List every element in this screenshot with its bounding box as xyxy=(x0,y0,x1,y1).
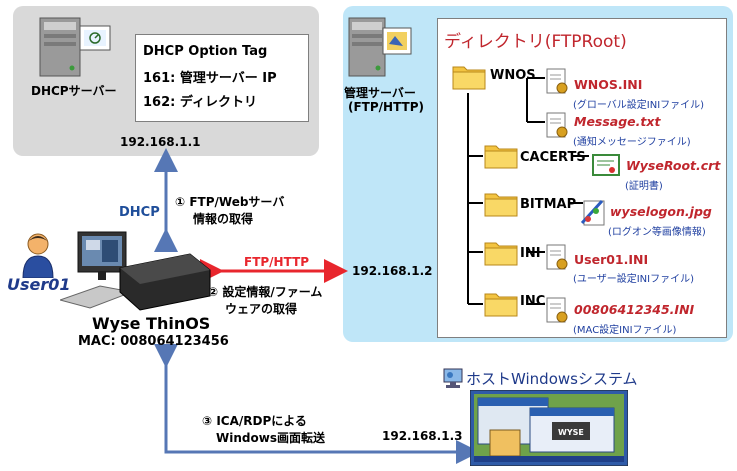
user-icon xyxy=(22,233,54,278)
mac-label: MAC: 008064123456 xyxy=(78,334,229,349)
dhcp-arrow-label: DHCP xyxy=(119,205,160,220)
file-mac-ini: 00806412345.INI xyxy=(574,302,695,317)
folder-icon xyxy=(484,242,518,266)
folder-icon xyxy=(484,145,518,169)
device-label: Wyse ThinOS xyxy=(92,314,211,333)
file-message-txt: Message.txt xyxy=(574,114,661,129)
folder-wnos: WNOS xyxy=(490,68,536,83)
monitor-icon: WYSE xyxy=(470,390,628,466)
certificate-icon xyxy=(592,154,620,176)
step3-line1: ③ ICA/RDPによる xyxy=(202,414,307,428)
mgmt-label-1: 管理サーバー xyxy=(344,86,416,100)
dhcp-option-tag-box xyxy=(135,34,309,122)
user-label: User01 xyxy=(7,275,71,294)
thin-client-icon xyxy=(60,231,211,311)
host-ip: 192.168.1.3 xyxy=(382,429,463,443)
host-label: ホストWindowsシステム xyxy=(466,370,638,388)
folder-icon xyxy=(484,193,518,217)
file-ini-icon xyxy=(546,112,568,138)
tag-162: 162: ディレクトリ xyxy=(143,95,257,110)
file-wyseroot-crt-desc: (証明書) xyxy=(625,181,663,192)
image-file-icon xyxy=(580,199,605,226)
folder-icon xyxy=(484,293,518,317)
file-mac-ini-desc: (MAC設定INIファイル) xyxy=(573,325,677,336)
file-wyselogon-jpg-desc: (ログオン等画像情報) xyxy=(608,227,706,238)
file-wyseroot-crt: WyseRoot.crt xyxy=(626,158,721,173)
tag-161: 161: 管理サーバー IP xyxy=(143,71,277,86)
dir-title: ディレクトリ(FTPRoot) xyxy=(444,32,627,52)
folder-cacerts: CACERTS xyxy=(520,150,586,165)
file-wyselogon-jpg: wyselogon.jpg xyxy=(610,204,712,219)
svg-text:WYSE: WYSE xyxy=(558,428,584,437)
file-message-txt-desc: (通知メッセージファイル) xyxy=(573,137,691,148)
folder-ini: INI xyxy=(520,246,541,261)
step3-line2: Windows画面転送 xyxy=(216,431,325,445)
directory-tree-lines xyxy=(467,77,589,305)
file-wnos-ini-desc: (グローバル設定INIファイル) xyxy=(573,100,705,111)
mgmt-ip: 192.168.1.2 xyxy=(352,264,433,278)
server-icon xyxy=(39,17,111,77)
windows-host-icon xyxy=(443,368,463,388)
folder-inc: INC xyxy=(520,294,546,309)
folder-icon xyxy=(452,66,486,90)
folder-bitmap: BITMAP xyxy=(520,197,577,212)
server-icon xyxy=(348,17,412,77)
ftp-http-label: FTP/HTTP xyxy=(244,255,310,269)
file-user01-ini-desc: (ユーザー設定INIファイル) xyxy=(573,274,694,285)
step2-line2: ウェアの取得 xyxy=(225,302,298,316)
host-arrow xyxy=(154,344,480,464)
file-user01-ini: User01.INI xyxy=(574,252,649,267)
dhcp-ip: 192.168.1.1 xyxy=(120,135,201,149)
step1-line2: 情報の取得 xyxy=(193,212,254,226)
file-ini-icon xyxy=(546,244,568,270)
step1-line1: ① FTP/Webサーバ xyxy=(175,195,285,209)
step2-line1: ② 設定情報/ファーム xyxy=(208,285,323,299)
file-wnos-ini: WNOS.INI xyxy=(574,77,643,92)
tag-title: DHCP Option Tag xyxy=(143,44,268,59)
file-ini-icon xyxy=(546,68,568,94)
dhcp-server-label: DHCPサーバー xyxy=(31,84,117,98)
mgmt-label-2: (FTP/HTTP) xyxy=(348,100,425,114)
file-ini-icon xyxy=(546,297,568,323)
